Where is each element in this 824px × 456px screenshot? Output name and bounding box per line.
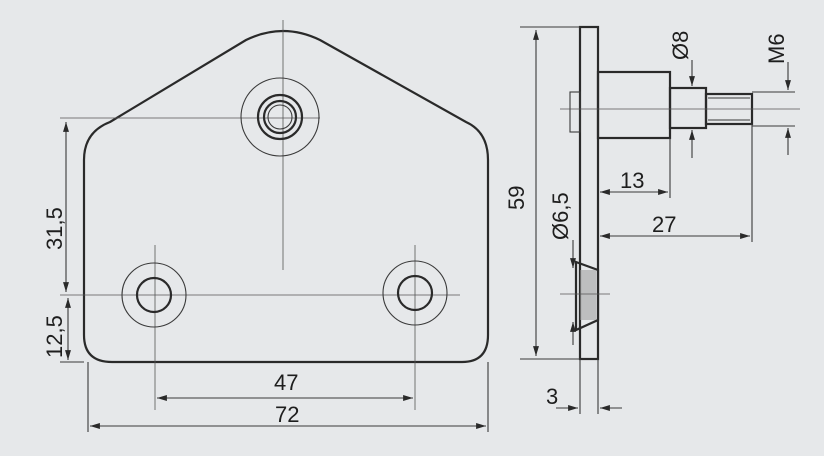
plate-profile xyxy=(578,25,600,361)
dim-pin-diameter: Ø8 xyxy=(668,31,693,60)
dim-upper-height: 31,5 xyxy=(42,207,67,250)
right-hole xyxy=(382,260,448,326)
dim-total-height: 59 xyxy=(504,186,529,210)
top-hole xyxy=(240,77,320,157)
dim-thickness: 3 xyxy=(546,384,558,409)
dim-pin-length-27: 27 xyxy=(652,212,676,237)
side-view: 59 Ø6,5 Ø8 M6 13 27 3 xyxy=(504,25,800,414)
dim-lower-height: 12,5 xyxy=(42,315,67,358)
plate-outline xyxy=(82,30,490,364)
dim-overall-width: 72 xyxy=(275,402,299,427)
dim-hole-spacing: 47 xyxy=(274,370,298,395)
dim-hole-diameter: Ø6,5 xyxy=(548,192,573,240)
dim-thread: M6 xyxy=(764,33,789,64)
front-view: 72 47 31,5 12,5 xyxy=(42,20,490,432)
left-hole xyxy=(121,262,187,328)
dim-pin-length-13: 13 xyxy=(620,168,644,193)
pin-collar xyxy=(668,86,708,130)
pin-body xyxy=(596,70,672,140)
